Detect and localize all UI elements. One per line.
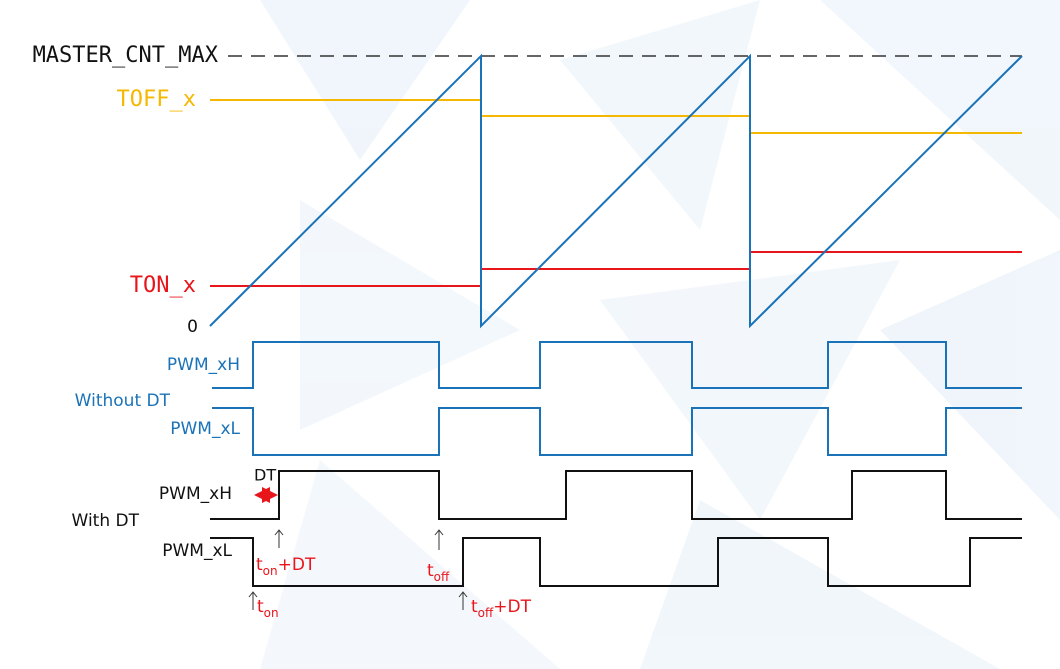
without-dt-label: Without DT xyxy=(75,391,171,411)
ton-threshold-line xyxy=(210,251,1022,287)
toff-plus-dt-annotation: toff+DT xyxy=(471,597,532,620)
ton-x-label: TON_x xyxy=(130,273,196,298)
pwm-xl-dt-waveform xyxy=(210,537,1022,587)
zero-label: 0 xyxy=(187,317,198,337)
pwm-xl-no-dt-waveform xyxy=(212,407,1022,456)
with-dt-label: With DT xyxy=(72,511,140,531)
master-cnt-max-label: MASTER_CNT_MAX xyxy=(33,43,219,68)
edge-markers xyxy=(248,529,468,610)
counter-sawtooth xyxy=(209,53,1023,329)
pwm-xh-dt-label: PWM_xH xyxy=(159,484,232,504)
pwm-xh-dt-waveform xyxy=(210,470,1022,520)
toff-annotation: toff xyxy=(427,561,450,584)
pwm-xh-no-dt-waveform xyxy=(212,341,1022,389)
ton-plus-dt-annotation: ton+DT xyxy=(256,555,316,578)
ton-annotation: ton xyxy=(257,597,279,620)
dt-label: DT xyxy=(254,466,276,485)
pwm-xl-no-dt-label: PWM_xL xyxy=(170,419,240,439)
toff-x-label: TOFF_x xyxy=(117,87,196,112)
pwm-xh-no-dt-label: PWM_xH xyxy=(167,355,240,375)
pwm-xl-dt-label: PWM_xL xyxy=(162,541,232,561)
